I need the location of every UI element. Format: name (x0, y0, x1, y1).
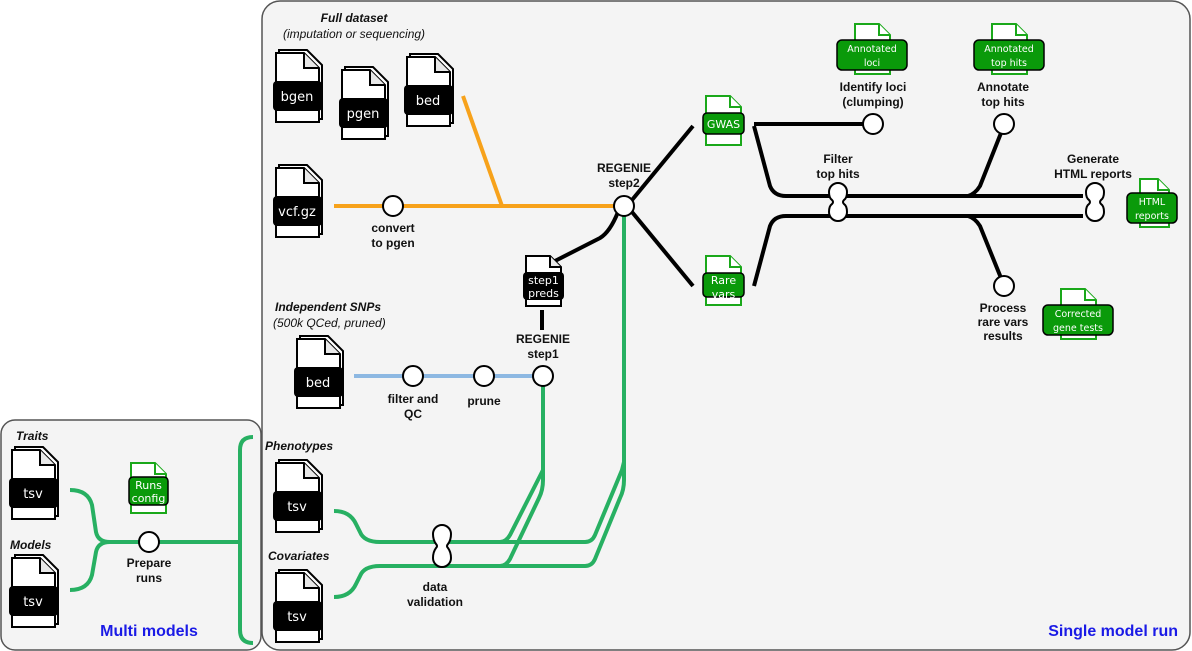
svg-text:vcf.gz: vcf.gz (278, 205, 316, 220)
svg-text:Runs: Runs (135, 479, 162, 492)
process-rare-vars-node[interactable] (993, 275, 1015, 297)
single-model-run-panel (261, 0, 1191, 651)
svg-text:Annotated: Annotated (984, 44, 1034, 55)
svg-text:top hits: top hits (991, 58, 1027, 69)
edge-prepare-bracket (238, 435, 254, 645)
svg-text:preds: preds (528, 287, 559, 300)
svg-text:bgen: bgen (281, 90, 314, 105)
svg-text:reports: reports (1135, 211, 1169, 222)
svg-text:GWAS: GWAS (707, 118, 740, 131)
file-bed-snps-icon[interactable]: bed (293, 335, 344, 409)
step-nodes (138, 113, 1106, 568)
prune-label: prune (467, 394, 501, 408)
file-runs-config-icon[interactable]: Runs config (128, 462, 169, 514)
edge-pheno-to-validation (333, 509, 502, 544)
edge-bed-to-merge (461, 95, 504, 207)
file-models-tsv-icon[interactable]: tsv (8, 554, 59, 628)
svg-text:Rare: Rare (711, 274, 736, 287)
covariates-title: Covariates (268, 549, 330, 563)
data-validation-node[interactable] (431, 524, 453, 568)
file-traits-tsv-icon[interactable]: tsv (8, 446, 59, 520)
file-corrected-gene-tests-icon[interactable]: Corrected gene tests (1042, 288, 1114, 340)
file-annotated-top-hits-icon[interactable]: Annotated top hits (973, 23, 1045, 75)
filter-qc-node[interactable] (402, 365, 424, 387)
file-bgen-icon[interactable]: bgen (272, 49, 323, 123)
edge-rarevars-to-filter (752, 214, 1083, 287)
svg-text:tsv: tsv (287, 610, 307, 625)
svg-text:config: config (132, 492, 166, 505)
edges (69, 95, 1083, 645)
svg-text:pgen: pgen (347, 107, 380, 122)
regenie-step2-node[interactable] (613, 195, 635, 217)
generate-reports-node[interactable] (1084, 182, 1106, 222)
file-pheno-tsv-icon[interactable]: tsv (272, 459, 323, 533)
svg-text:loci: loci (864, 58, 880, 69)
edge-filter-to-annotate (967, 132, 1003, 198)
single-model-run-title: Single model run (1048, 623, 1178, 640)
regenie-step1-node[interactable] (532, 365, 554, 387)
identify-loci-node[interactable] (862, 113, 884, 135)
file-gwas-icon[interactable]: GWAS (702, 95, 745, 146)
annotate-top-hits-node[interactable] (993, 113, 1015, 135)
multi-models-panel (0, 419, 262, 651)
edge-covar-to-validation (333, 564, 502, 599)
full-dataset-title: Full dataset (321, 11, 389, 25)
convert-to-pgen-node[interactable] (382, 195, 404, 217)
traits-title: Traits (16, 429, 49, 443)
svg-text:vars: vars (712, 288, 736, 301)
file-html-reports-icon[interactable]: HTML reports (1126, 178, 1178, 228)
svg-text:step1: step1 (528, 274, 559, 287)
svg-text:tsv: tsv (23, 487, 43, 502)
independent-snps-subtitle: (500k QCed, pruned) (273, 316, 386, 330)
file-annotated-loci-icon[interactable]: Annotated loci (836, 23, 908, 75)
full-dataset-subtitle: (imputation or sequencing) (283, 27, 425, 41)
svg-text:Corrected: Corrected (1055, 309, 1102, 320)
svg-text:bed: bed (416, 94, 441, 109)
file-vcf-icon[interactable]: vcf.gz (272, 164, 323, 238)
svg-text:HTML: HTML (1139, 197, 1166, 208)
edge-preds-to-step2 (552, 211, 620, 264)
svg-text:bed: bed (306, 376, 331, 391)
multi-models-title: Multi models (100, 623, 198, 640)
svg-text:Annotated: Annotated (847, 44, 897, 55)
edge-step2-to-rarevars (630, 210, 695, 288)
prepare-runs-node[interactable] (138, 531, 160, 553)
phenotypes-title: Phenotypes (265, 439, 333, 453)
edge-filter-to-process (967, 214, 1003, 279)
file-pgen-icon[interactable]: pgen (338, 66, 389, 140)
svg-text:tsv: tsv (23, 595, 43, 610)
identify-loci-label: Identify loci(clumping) (840, 80, 907, 109)
models-title: Models (10, 538, 52, 552)
edge-step2-to-gwas (630, 124, 695, 202)
edge-gwas-to-filter (752, 125, 1083, 198)
filter-top-hits-node[interactable] (827, 182, 849, 222)
file-bed-full-icon[interactable]: bed (403, 53, 454, 127)
independent-snps-title: Independent SNPs (275, 300, 381, 314)
prune-node[interactable] (473, 365, 495, 387)
svg-text:gene tests: gene tests (1053, 323, 1103, 334)
file-rare-vars-icon[interactable]: Rare vars (702, 255, 745, 306)
edge-validation-lower-to-step2 (500, 462, 626, 568)
svg-text:tsv: tsv (287, 500, 307, 515)
file-covar-tsv-icon[interactable]: tsv (272, 569, 323, 643)
edge-validation-upper-to-step2 (500, 216, 626, 544)
edge-models-to-prepare (69, 540, 111, 592)
file-step1-preds-icon[interactable]: step1 preds (523, 255, 564, 307)
